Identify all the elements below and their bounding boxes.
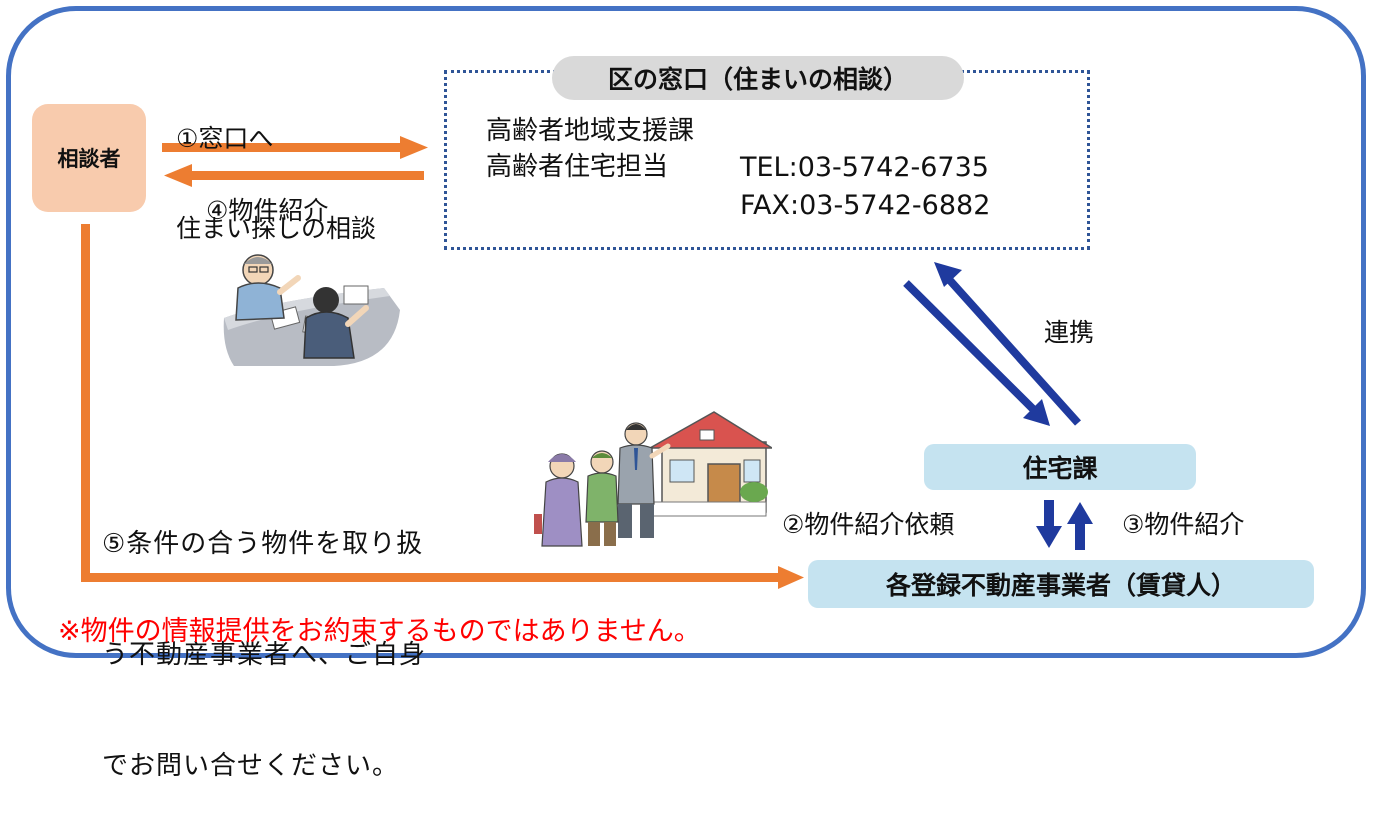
arrow-step5	[81, 224, 804, 589]
step5-line1: ⑤条件の合う物件を取り扱	[102, 529, 424, 559]
arrow-step4	[164, 164, 424, 187]
arrow-cooperation-down	[903, 280, 1050, 426]
ward-window-title: 区の窓口（住まいの相談）	[552, 56, 964, 100]
agents-box: 各登録不動産事業者（賃貸人）	[808, 560, 1314, 608]
consultor-box: 相談者	[32, 104, 146, 212]
cooperation-label: 連携	[1044, 318, 1095, 347]
ward-window-tel: TEL:03-5742-6735	[740, 152, 989, 183]
step1-line2: 住まい探しの相談	[176, 214, 377, 243]
step2-label: ②物件紹介依頼	[782, 510, 955, 539]
arrow-step3	[1067, 502, 1093, 550]
housing-section-box: 住宅課	[924, 444, 1196, 490]
agents-label: 各登録不動産事業者（賃貸人）	[885, 571, 1236, 600]
arrow-step1	[162, 136, 428, 159]
arrow-cooperation-up	[934, 262, 1081, 426]
arrow-step2	[1036, 500, 1062, 548]
disclaimer-note: ※物件の情報提供をお約束するものではありません。	[58, 616, 701, 647]
step4-label: ④物件紹介	[206, 196, 329, 225]
house-visit-illustration	[534, 411, 772, 547]
housing-section-label: 住宅課	[1022, 454, 1098, 483]
ward-window-dept: 高齢者地域支援課	[486, 116, 695, 146]
ward-window-fax: FAX:03-5742-6882	[740, 190, 991, 221]
ward-window-person: 高齢者住宅担当	[486, 152, 669, 182]
consultation-illustration	[223, 254, 400, 366]
step3-label: ③物件紹介	[1122, 510, 1245, 539]
diagram-frame	[6, 6, 1366, 658]
step1-label: ①窓口へ 住まい探しの相談	[176, 64, 376, 274]
step1-line1: ①窓口へ	[176, 124, 274, 153]
flow-arrows	[81, 136, 1093, 589]
consultor-label: 相談者	[57, 147, 121, 171]
step5-line2: う不動産事業者へ、ご自身	[102, 640, 427, 670]
step5-line3: でお問い合せください。	[102, 751, 400, 781]
